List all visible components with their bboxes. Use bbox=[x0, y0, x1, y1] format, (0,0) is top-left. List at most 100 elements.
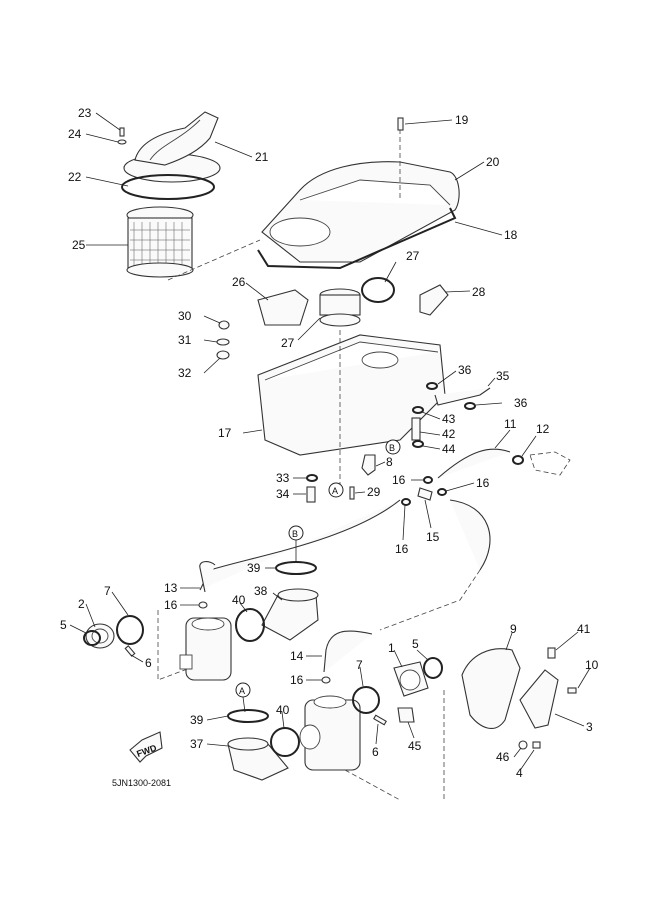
callout-12[interactable]: 12 bbox=[536, 422, 550, 436]
callout-16-b[interactable]: 16 bbox=[395, 542, 409, 556]
callout-23[interactable]: 23 bbox=[78, 106, 92, 120]
callout-25[interactable]: 25 bbox=[72, 238, 86, 252]
collar-31[interactable] bbox=[216, 338, 230, 346]
joint-38[interactable] bbox=[261, 588, 319, 641]
callout-34[interactable]: 34 bbox=[276, 487, 290, 501]
clamp-36a[interactable] bbox=[426, 382, 438, 390]
callout-22[interactable]: 22 bbox=[68, 170, 82, 184]
callout-32[interactable]: 32 bbox=[178, 366, 192, 380]
bracket-26[interactable] bbox=[257, 289, 309, 326]
callout-29[interactable]: 29 bbox=[367, 485, 381, 499]
clamp-39a[interactable] bbox=[275, 561, 317, 575]
tube-42[interactable] bbox=[411, 417, 421, 441]
callout-14[interactable]: 14 bbox=[290, 649, 304, 663]
callout-36-upper[interactable]: 36 bbox=[458, 363, 472, 377]
callout-18[interactable]: 18 bbox=[504, 228, 518, 242]
callout-7-right[interactable]: 7 bbox=[356, 658, 363, 672]
callout-5-left[interactable]: 5 bbox=[60, 618, 67, 632]
filter-element-25[interactable] bbox=[126, 206, 194, 278]
callout-2[interactable]: 2 bbox=[78, 597, 85, 611]
joint-37[interactable] bbox=[227, 737, 289, 781]
clamp-7a[interactable] bbox=[116, 615, 144, 645]
callout-40-lower[interactable]: 40 bbox=[276, 703, 290, 717]
o-ring-5b[interactable] bbox=[423, 657, 443, 679]
callout-31[interactable]: 31 bbox=[178, 333, 192, 347]
callout-42[interactable]: 42 bbox=[442, 427, 456, 441]
clamp-16d[interactable] bbox=[198, 601, 208, 609]
screw-23[interactable] bbox=[119, 127, 125, 137]
callout-16-c[interactable]: 16 bbox=[476, 476, 490, 490]
clamp-36b[interactable] bbox=[464, 402, 476, 410]
holder-45[interactable] bbox=[397, 707, 415, 723]
pipe-34[interactable] bbox=[306, 486, 316, 503]
hose-11[interactable] bbox=[437, 448, 511, 479]
joint-27b[interactable] bbox=[361, 277, 395, 303]
clamp-16e[interactable] bbox=[321, 676, 331, 684]
callout-33[interactable]: 33 bbox=[276, 471, 290, 485]
callout-40-upper[interactable]: 40 bbox=[232, 593, 246, 607]
airbox-cover-20[interactable] bbox=[261, 161, 460, 263]
callout-37[interactable]: 37 bbox=[190, 737, 204, 751]
seal-18[interactable] bbox=[257, 207, 457, 270]
callout-13[interactable]: 13 bbox=[164, 581, 178, 595]
callout-6-left[interactable]: 6 bbox=[145, 656, 152, 670]
callout-35[interactable]: 35 bbox=[496, 369, 510, 383]
clamp-16a[interactable] bbox=[423, 476, 433, 484]
joint-27a[interactable] bbox=[319, 288, 361, 327]
grommet-32[interactable] bbox=[216, 350, 230, 360]
callout-45[interactable]: 45 bbox=[408, 739, 422, 753]
bolt-4[interactable] bbox=[532, 741, 541, 749]
o-ring-5a[interactable] bbox=[83, 630, 101, 646]
airbox-case-17[interactable] bbox=[257, 334, 446, 456]
washer-24[interactable] bbox=[117, 139, 127, 145]
washer-46[interactable] bbox=[518, 740, 528, 750]
callout-28[interactable]: 28 bbox=[472, 285, 486, 299]
bolt-6a[interactable] bbox=[124, 645, 136, 657]
callout-8[interactable]: 8 bbox=[386, 455, 393, 469]
callout-43[interactable]: 43 bbox=[442, 412, 456, 426]
callout-24[interactable]: 24 bbox=[68, 127, 82, 141]
callout-11[interactable]: 11 bbox=[504, 417, 517, 431]
callout-26[interactable]: 26 bbox=[232, 275, 246, 289]
clamp-43[interactable] bbox=[412, 406, 424, 414]
clamp-44[interactable] bbox=[412, 440, 424, 448]
callout-27-upper[interactable]: 27 bbox=[406, 249, 420, 263]
callout-16-a[interactable]: 16 bbox=[392, 473, 406, 487]
clamp-7b[interactable] bbox=[352, 686, 380, 714]
carburetor-right[interactable] bbox=[299, 695, 361, 771]
callout-6-right[interactable]: 6 bbox=[372, 745, 379, 759]
o-ring-22[interactable] bbox=[121, 174, 215, 200]
bolt-6b[interactable] bbox=[373, 714, 387, 726]
nut-41[interactable] bbox=[547, 647, 556, 659]
hose-35[interactable] bbox=[434, 387, 491, 406]
callout-21[interactable]: 21 bbox=[255, 150, 269, 164]
callout-39-lower[interactable]: 39 bbox=[190, 713, 204, 727]
hose-13[interactable] bbox=[199, 561, 216, 593]
carburetor-left[interactable] bbox=[179, 617, 232, 681]
duct-28[interactable] bbox=[419, 284, 449, 316]
callout-17[interactable]: 17 bbox=[218, 426, 232, 440]
callout-44[interactable]: 44 bbox=[442, 442, 456, 456]
callout-16-e[interactable]: 16 bbox=[290, 673, 304, 687]
callout-5-right[interactable]: 5 bbox=[412, 637, 419, 651]
clamp-12[interactable] bbox=[512, 455, 524, 465]
plate-3[interactable] bbox=[519, 669, 559, 729]
clamp-40a[interactable] bbox=[235, 608, 265, 642]
cover-9[interactable] bbox=[461, 648, 521, 729]
callout-20[interactable]: 20 bbox=[486, 155, 500, 169]
callout-27-lower[interactable]: 27 bbox=[281, 336, 295, 350]
bolt-30[interactable] bbox=[218, 320, 230, 330]
callout-19[interactable]: 19 bbox=[455, 113, 469, 127]
bolt-10[interactable] bbox=[567, 687, 577, 694]
clamp-16b[interactable] bbox=[401, 498, 411, 506]
clamp-16c[interactable] bbox=[437, 488, 447, 496]
callout-7-left[interactable]: 7 bbox=[104, 584, 111, 598]
callout-1[interactable]: 1 bbox=[388, 641, 395, 655]
callout-39-upper[interactable]: 39 bbox=[247, 561, 261, 575]
elbow-8[interactable] bbox=[361, 454, 376, 476]
screw-19[interactable] bbox=[397, 117, 404, 131]
callout-16-d[interactable]: 16 bbox=[164, 598, 178, 612]
callout-4[interactable]: 4 bbox=[516, 766, 523, 780]
screw-29[interactable] bbox=[349, 486, 355, 500]
callout-9[interactable]: 9 bbox=[510, 622, 517, 636]
